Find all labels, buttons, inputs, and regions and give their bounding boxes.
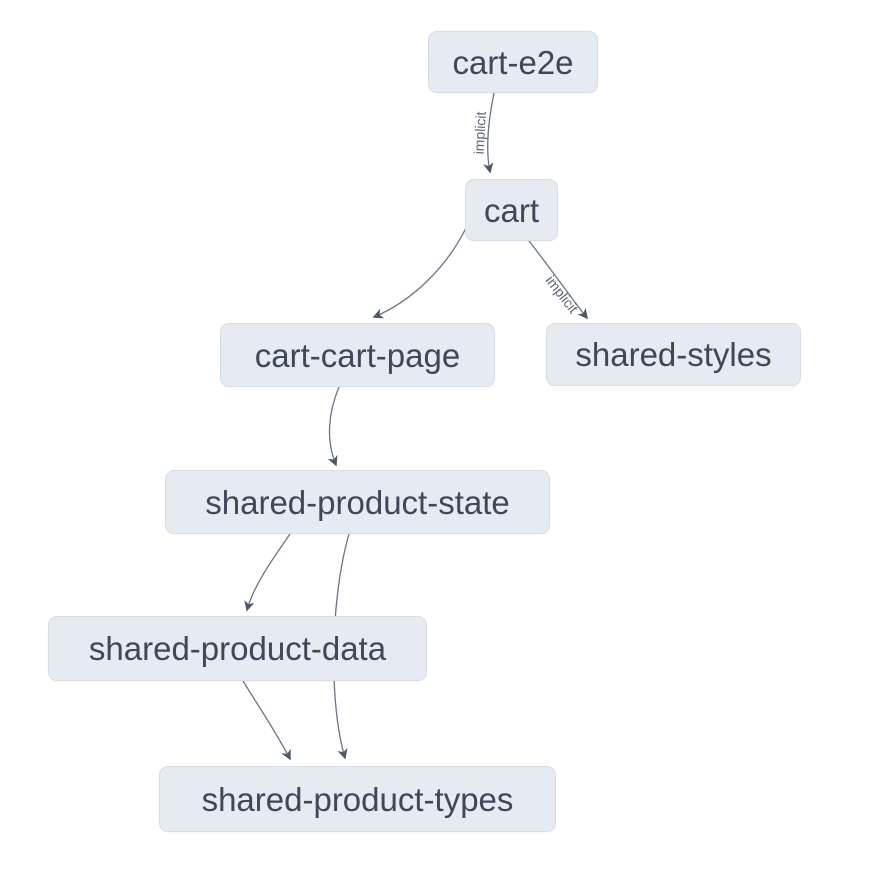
edge-shared-product-state-to-shared-product-data: [244, 533, 291, 612]
graph-node-shared-product-data[interactable]: shared-product-data: [48, 616, 427, 681]
edge-cart-to-shared-styles: [528, 240, 588, 320]
edge-cart-to-cart-cart-page: [372, 227, 467, 319]
graph-node-shared-product-state[interactable]: shared-product-state: [165, 470, 550, 534]
edge-shared-product-data-to-shared-product-types: [242, 680, 291, 761]
graph-node-shared-product-types[interactable]: shared-product-types: [159, 766, 556, 832]
graph-node-cart-e2e[interactable]: cart-e2e: [428, 31, 598, 93]
edge-cart-cart-page-to-shared-product-state: [327, 386, 340, 467]
graph-node-shared-styles[interactable]: shared-styles: [546, 323, 801, 386]
edge-label-cart-e2e-to-cart: implicit: [471, 111, 489, 155]
graph-node-cart-cart-page[interactable]: cart-cart-page: [220, 323, 495, 387]
edge-cart-e2e-to-cart: [483, 92, 495, 174]
graph-node-cart[interactable]: cart: [465, 179, 558, 241]
